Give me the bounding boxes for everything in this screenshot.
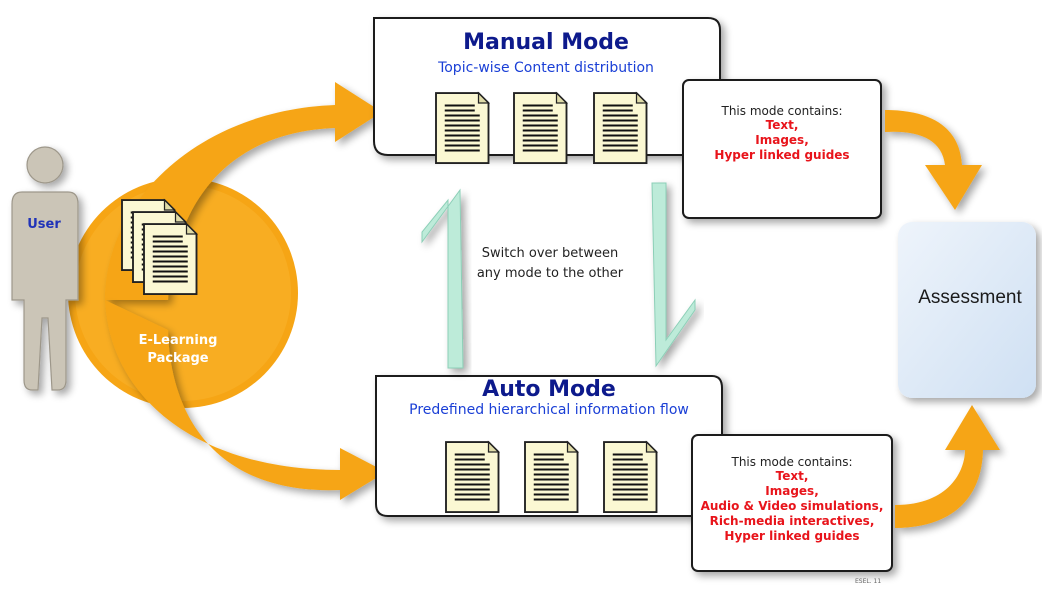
manual-content-item: Text, — [765, 118, 799, 132]
manual-contains-box — [682, 79, 882, 219]
arrow-manual-to-assessment — [885, 110, 982, 210]
switch-down-arrow — [651, 182, 696, 368]
assessment-box — [898, 222, 1036, 398]
footnote: ESEL. 11 — [855, 578, 882, 585]
auto-content-item: Hyper linked guides — [724, 529, 860, 543]
manual-docs — [435, 92, 648, 164]
user-icon — [11, 146, 79, 391]
assessment-label: Assessment — [918, 287, 1022, 308]
manual-mode-subtitle: Topic-wise Content distribution — [438, 60, 654, 76]
auto-content-item: Rich-media interactives, — [709, 514, 875, 528]
auto-contains-box — [691, 434, 893, 572]
auto-contains-text: This mode contains: Text, Images, Audio … — [692, 455, 892, 544]
package-label: E-Learning Package — [138, 333, 218, 366]
manual-content-item: Hyper linked guides — [714, 148, 850, 162]
auto-mode-title: Auto Mode — [482, 377, 616, 402]
manual-contains-heading: This mode contains: — [721, 104, 843, 118]
arrow-auto-to-assessment — [895, 405, 1000, 528]
auto-content-item: Text, — [775, 469, 809, 483]
arrow-to-auto — [105, 300, 386, 500]
manual-mode-title: Manual Mode — [463, 30, 629, 55]
auto-content-item: Audio & Video simulations, — [700, 499, 884, 513]
auto-docs — [445, 441, 658, 513]
switch-up-arrow — [421, 188, 464, 369]
manual-content-item: Images, — [755, 133, 809, 147]
manual-contains-text: This mode contains: Text, Images, Hyper … — [683, 104, 881, 163]
switch-note: Switch over between any mode to the othe… — [476, 246, 624, 281]
auto-content-item: Images, — [765, 484, 819, 498]
auto-mode-subtitle: Predefined hierarchical information flow — [409, 402, 689, 418]
user-label: User — [27, 217, 61, 232]
auto-contains-heading: This mode contains: — [731, 455, 853, 469]
